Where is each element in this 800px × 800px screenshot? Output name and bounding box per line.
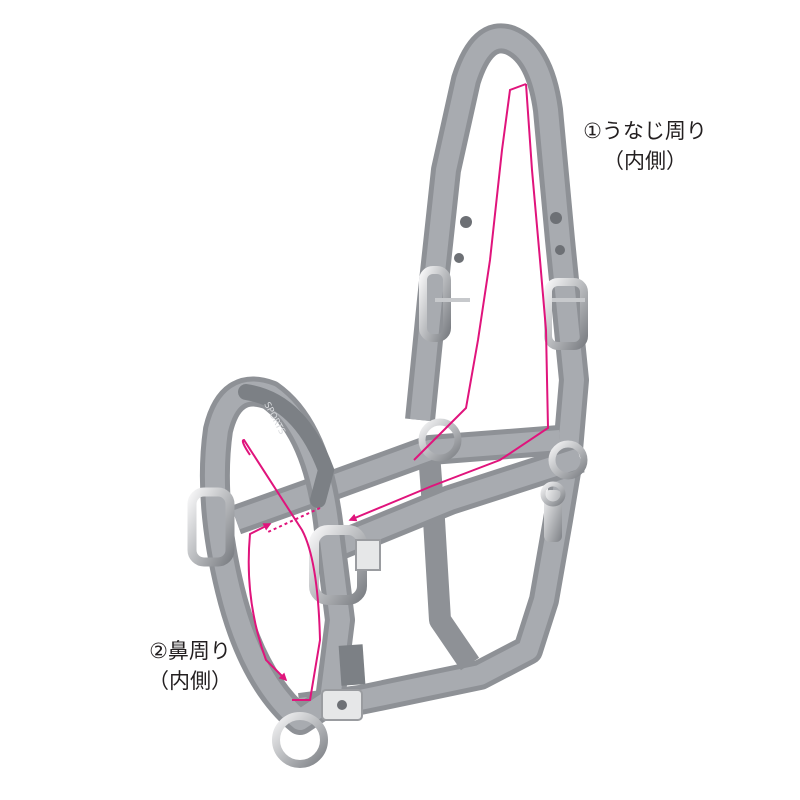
- noseband: SPORTS: [199, 376, 366, 735]
- nose-label-line2: （内側）: [148, 669, 232, 693]
- buckle-right: [544, 278, 588, 350]
- measure-nose: [241, 438, 322, 701]
- cheek-strap: [230, 425, 585, 559]
- snap-hook: [540, 481, 566, 542]
- strap-hole: [460, 216, 472, 228]
- crown-strap: [405, 23, 589, 452]
- strap-hole: [555, 245, 565, 255]
- ring-crown-left: [418, 418, 462, 462]
- strap-hole: [454, 253, 464, 263]
- poll-label-line2: （内側）: [603, 149, 687, 173]
- measure-poll: [348, 83, 550, 522]
- nose-measure-label: ②鼻周り （内側）: [110, 636, 270, 696]
- ring-chin: [272, 712, 328, 768]
- strap-hole: [550, 212, 562, 224]
- strap-keeper: [338, 644, 366, 686]
- buckle-noseband: [309, 525, 381, 605]
- ring-throat: [548, 440, 588, 480]
- nose-label-line1: ②鼻周り: [149, 639, 231, 663]
- poll-label-line1: ①うなじ周り: [583, 119, 707, 143]
- buckle-cheek-left: [187, 487, 235, 567]
- poll-measure-label: ①うなじ周り （内側）: [560, 116, 730, 176]
- buckle-left: [419, 266, 470, 342]
- hardware: [187, 266, 588, 768]
